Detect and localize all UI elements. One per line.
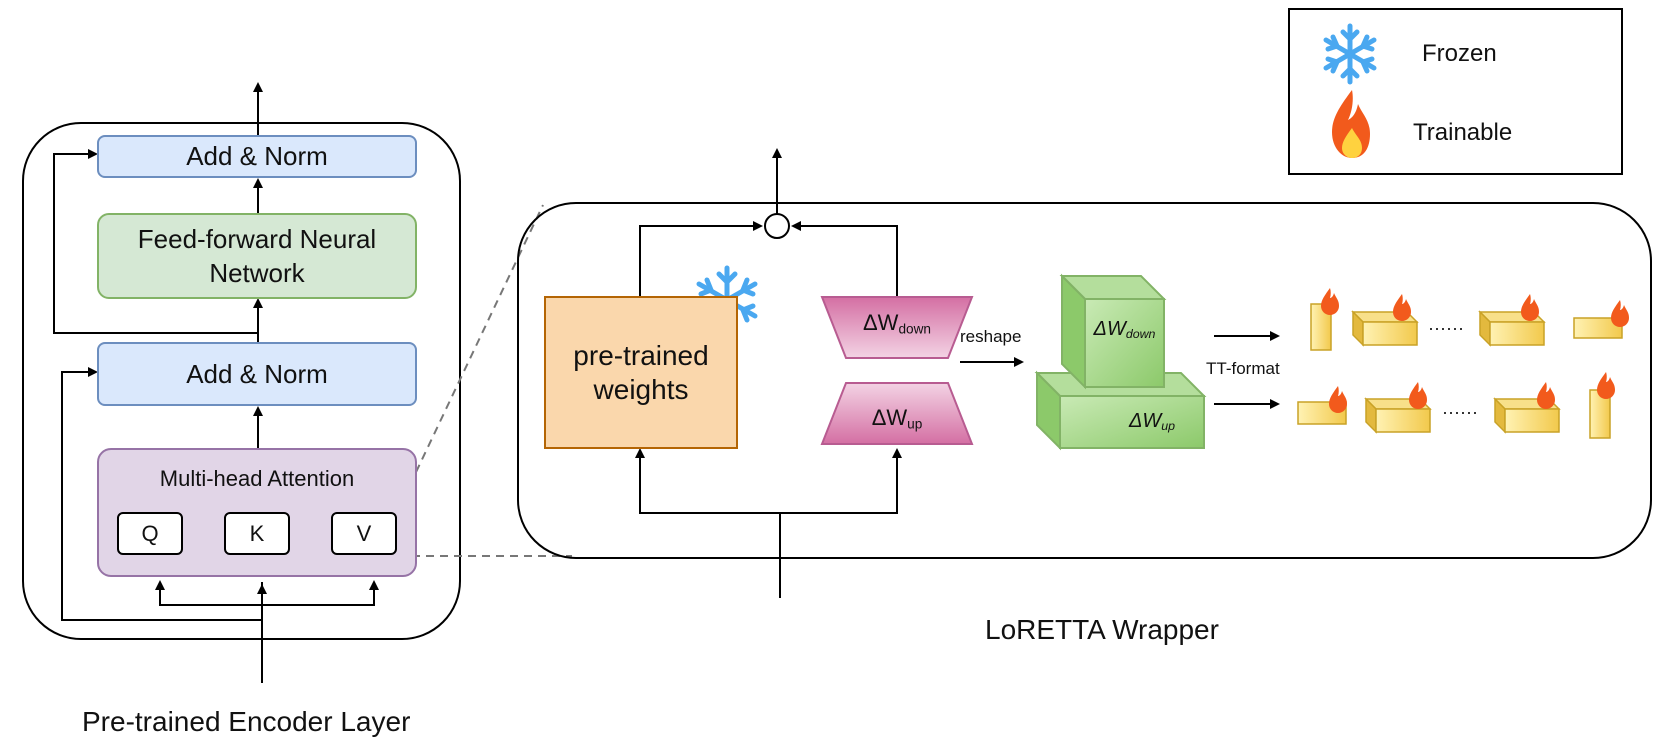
add-norm-bottom: Add & Norm [97,342,417,406]
tensor-core [1310,303,1332,351]
key-box: K [224,512,290,555]
query-box: Q [117,512,183,555]
mha-label: Multi-head Attention [159,466,355,491]
cube-up-label: ΔWup [1128,410,1176,434]
dots-bottom: ······ [1442,402,1478,422]
cube-down-label: ΔWdown [1093,318,1156,342]
add-norm-top: Add & Norm [97,135,417,178]
value-box: V [331,512,397,555]
legend-snowflake-icon [1323,23,1377,85]
delta-w-up-label: ΔWup [871,405,923,432]
delta-w-down-shape [820,296,974,359]
pretrained-weights-box: pre-trained weights [544,296,738,449]
wrapper-frame [517,202,1652,559]
dots-top: ······ [1428,318,1464,338]
tensor-core [1573,317,1623,339]
flame-icon [1321,288,1629,413]
sum-node [764,213,790,239]
encoder-caption: Pre-trained Encoder Layer [82,706,411,737]
reshape-label: reshape [960,327,1022,346]
legend-frozen-label: Frozen [1422,40,1497,67]
legend-flame-icon [1332,90,1370,158]
delta-w-down-label: ΔWdown [862,310,932,337]
legend-trainable-label: Trainable [1413,119,1513,146]
wrapper-caption: LoRETTA Wrapper [985,614,1219,645]
tensor-core [1493,397,1561,434]
delta-w-up-shape [820,382,974,445]
tensor-core [1351,310,1419,347]
feed-forward-network: Feed-forward Neural Network [97,213,417,299]
delta-w-down-cube [1059,273,1167,390]
tt-format-label: TT-format [1206,359,1280,378]
